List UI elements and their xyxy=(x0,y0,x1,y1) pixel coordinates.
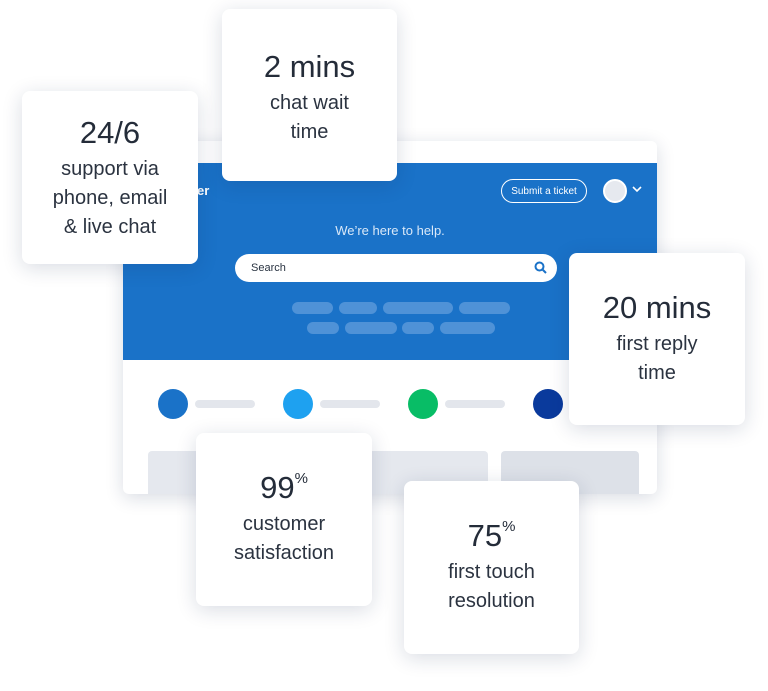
stat-card-support-hours: 24/6 support via phone, email & live cha… xyxy=(22,91,198,264)
category-icon[interactable] xyxy=(158,389,188,419)
help-center-hero: er Submit a ticket We’re here to help. S… xyxy=(123,163,657,360)
avatar[interactable] xyxy=(603,179,627,203)
percent-sign: % xyxy=(502,517,516,535)
category-label-placeholder xyxy=(195,400,255,408)
hero-tagline: We’re here to help. xyxy=(335,223,445,238)
stat-card-first-reply: 20 mins first reply time xyxy=(569,253,745,425)
stat-label: support via phone, email & live chat xyxy=(52,158,168,238)
category-label-placeholder xyxy=(320,400,380,408)
stat-value: 99% xyxy=(260,469,308,505)
chevron-down-icon[interactable] xyxy=(632,185,642,193)
stat-card-chat-wait: 2 mins chat wait time xyxy=(222,9,397,181)
popular-topic-pill[interactable] xyxy=(307,322,339,334)
percent-sign: % xyxy=(294,469,308,487)
stat-label: first touch resolution xyxy=(448,561,535,612)
popular-topic-pill[interactable] xyxy=(339,302,377,314)
stat-value: 20 mins xyxy=(602,290,712,325)
stat-card-first-touch: 75% first touch resolution xyxy=(404,481,579,654)
search-input[interactable]: Search xyxy=(235,254,557,282)
popular-topic-pill[interactable] xyxy=(292,302,333,314)
category-icon[interactable] xyxy=(408,389,438,419)
popular-topic-pill[interactable] xyxy=(402,322,434,334)
stat-value: 75% xyxy=(467,517,516,553)
category-icon[interactable] xyxy=(283,389,313,419)
popular-topic-pill[interactable] xyxy=(459,302,510,314)
stat-label: chat wait time xyxy=(270,92,349,143)
stat-value: 24/6 xyxy=(79,115,141,150)
popular-topic-pill[interactable] xyxy=(440,322,495,334)
popular-topic-pill[interactable] xyxy=(345,322,397,334)
stat-card-satisfaction: 99% customer satisfaction xyxy=(196,433,372,606)
brand-name: er xyxy=(197,183,210,198)
stat-value: 2 mins xyxy=(263,49,356,84)
popular-topic-pill[interactable] xyxy=(383,302,453,314)
stat-label: first reply time xyxy=(616,333,698,384)
search-icon[interactable] xyxy=(534,261,547,274)
submit-ticket-button[interactable]: Submit a ticket xyxy=(501,179,587,203)
stat-label: customer satisfaction xyxy=(233,513,335,564)
category-label-placeholder xyxy=(445,400,505,408)
search-placeholder: Search xyxy=(251,262,286,274)
category-icon[interactable] xyxy=(533,389,563,419)
